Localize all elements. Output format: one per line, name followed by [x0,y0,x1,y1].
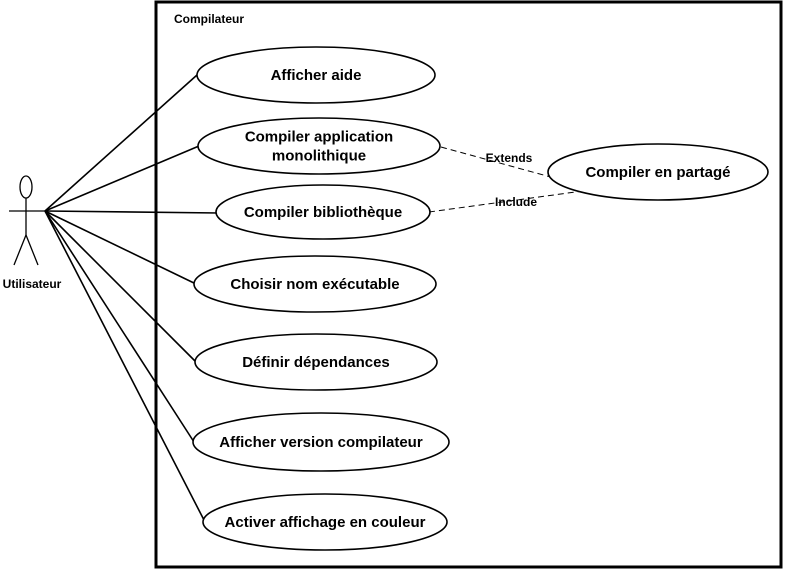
use-case: Activer affichage en couleur [202,493,448,551]
actor-head [19,175,33,199]
association-line [44,74,198,212]
use-case-label: monolithique [272,148,366,165]
use-case-ellipse [197,117,441,175]
use-case-ellipse [202,493,448,551]
association-line [44,210,197,363]
use-case-label: Compiler bibliothèque [244,204,402,221]
actor-left-leg [13,234,27,266]
system-boundary [154,0,783,569]
use-case-label: Définir dépendances [242,354,390,371]
associations [44,74,220,523]
use-case-label: Choisir nom exécutable [230,276,399,293]
use-case-ellipse [194,333,438,391]
association-line [44,210,206,523]
use-case-ellipse [193,255,437,313]
extends-label: Extends [486,151,533,165]
use-case: Compiler bibliothèque [215,184,431,240]
association-line [44,210,197,285]
actor [9,175,45,266]
use-case-ellipse [196,46,436,104]
association-line [44,145,200,212]
use-case: Afficher aide [196,46,436,104]
external-use-case: Compiler en partagé [547,143,769,201]
use-case-label: Activer affichage en couleur [225,514,426,531]
use-case: Compiler application monolithique [197,117,441,175]
use-case: Choisir nom exécutable [193,255,437,313]
use-case-label: Compiler application [245,129,393,146]
association-line [44,210,195,443]
use-case-ellipse [547,143,769,201]
use-case-ellipse [215,184,431,240]
use-case: Afficher version compilateur [192,412,450,472]
actor-right-leg [25,234,39,266]
actor-name: Utilisateur [3,277,62,291]
use-case: Définir dépendances [194,333,438,391]
include-label: Include [495,195,537,209]
use-case-label: Compiler en partagé [585,164,730,181]
association-line [44,210,220,214]
use-case-ellipse [192,412,450,472]
use-case-label: Afficher version compilateur [219,434,423,451]
system-name: Compilateur [174,12,244,26]
use-case-label: Afficher aide [271,67,362,84]
